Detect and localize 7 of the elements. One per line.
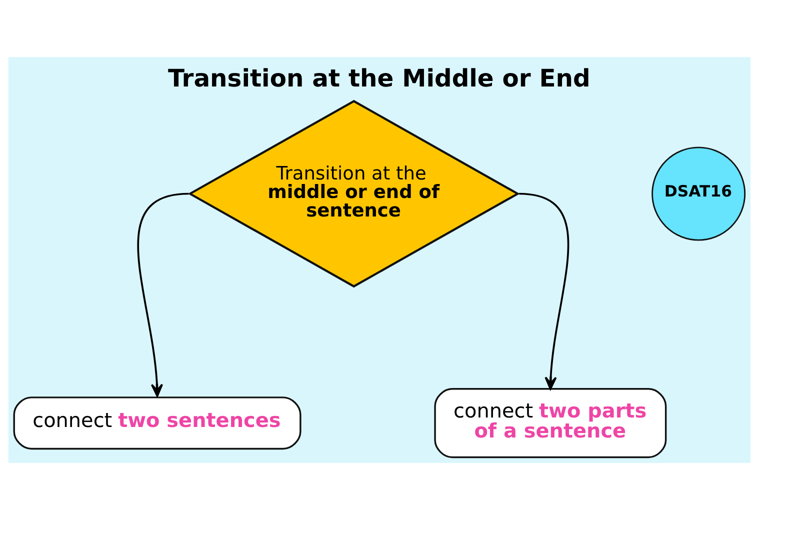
diagram-title: Transition at the Middle or End — [168, 64, 590, 92]
node-circle: DSAT16 — [652, 146, 746, 240]
arrow — [137, 192, 189, 396]
arrow — [518, 192, 569, 390]
node-diamond: Transition at the middle or end of sentence — [188, 99, 520, 288]
node-box: connect two sentences — [13, 396, 302, 450]
node-box: connect two parts of a sentence — [434, 388, 667, 458]
